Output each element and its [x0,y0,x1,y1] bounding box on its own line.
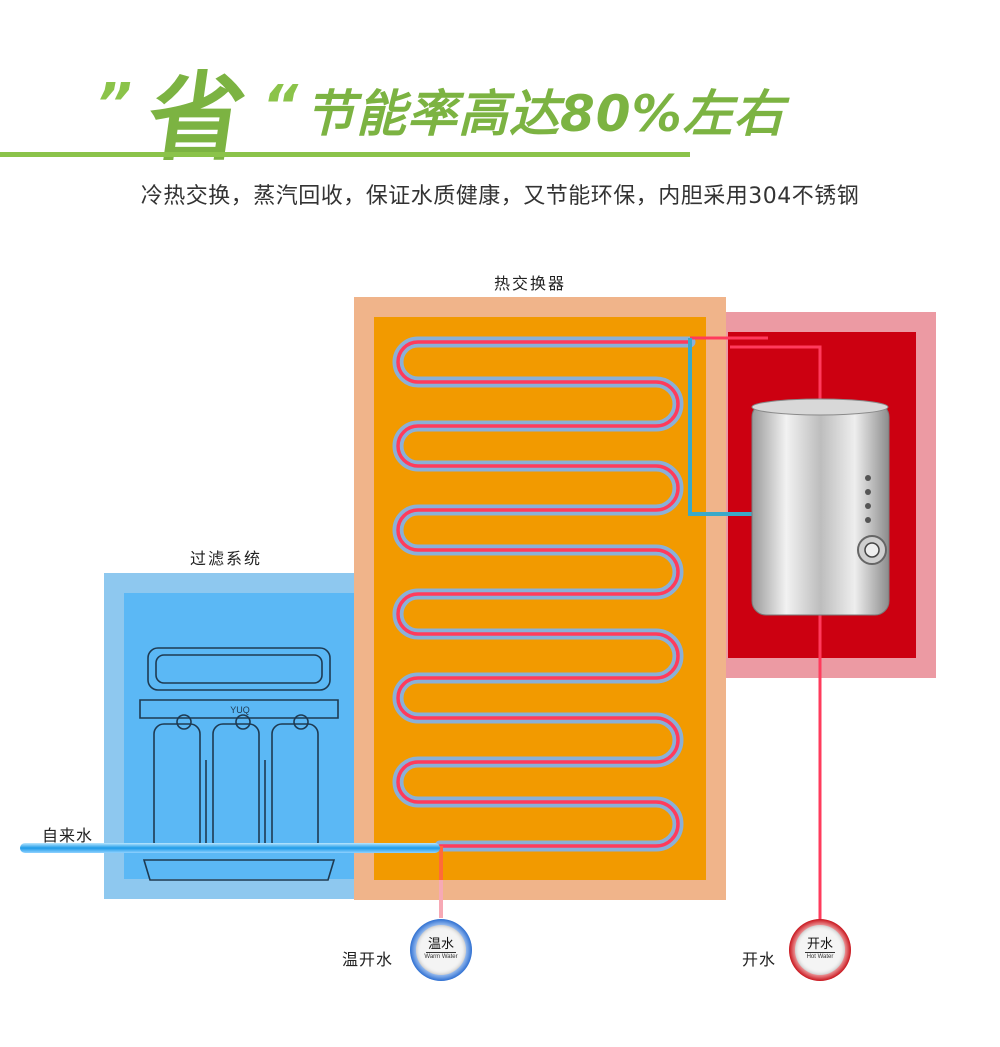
hot-water-badge-en: Hot Water [806,954,834,960]
connecting-pipes [439,336,822,928]
headline-text: 节能率高达80%左右 [305,85,785,143]
subtitle: 冷热交换，蒸汽回收，保证水质健康，又节能环保，内胆采用304不锈钢 [140,184,860,209]
headline: ” 省 “ 节能率高达80%左右 [0,30,1000,174]
heat-exchanger-coil [392,336,696,852]
warm-boiled-water-label: 温开水 [342,950,394,969]
filter-brand-label: YUQ [230,705,250,715]
stainless-tank [751,398,890,616]
heat-exchanger-label: 热交换器 [494,274,567,293]
tap-water-pipe [20,843,440,853]
hot-water-badge-cn: 开水 [804,937,835,953]
headline-close-quote: “ [262,74,299,139]
warm-water-badge-en: Warm Water [424,954,458,960]
warm-water-badge-face: 温水 Warm Water [416,925,466,975]
tap-water-label: 自来水 [42,826,94,845]
boiled-water-label: 开水 [742,950,777,969]
warm-water-badge-cn: 温水 [425,937,456,953]
hot-water-badge-face: 开水 Hot Water [795,925,845,975]
hot-water-badge: 开水 Hot Water [787,917,853,983]
filter-system-label: 过滤系统 [190,549,263,568]
warm-water-badge: 温水 Warm Water [408,917,474,983]
headline-open-quote: ” [96,72,133,137]
headline-divider [0,152,690,157]
